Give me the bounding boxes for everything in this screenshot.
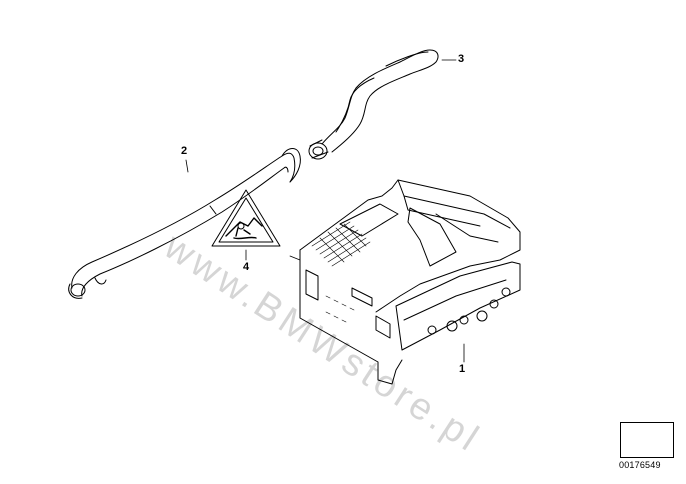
leader-lines — [185, 59, 465, 363]
drawing-number: 00176549 — [619, 460, 661, 470]
callout-part-3: 3 — [458, 53, 465, 65]
callout-part-4: 4 — [243, 261, 250, 273]
warning-label-part-4 — [211, 189, 281, 247]
hose-part-2 — [68, 148, 301, 299]
hose-part-3 — [308, 49, 439, 160]
radio-unit-part-1 — [299, 179, 521, 385]
callout-part-1: 1 — [459, 363, 466, 375]
callout-part-2: 2 — [181, 145, 188, 157]
drawing-symbol-box — [620, 422, 674, 458]
